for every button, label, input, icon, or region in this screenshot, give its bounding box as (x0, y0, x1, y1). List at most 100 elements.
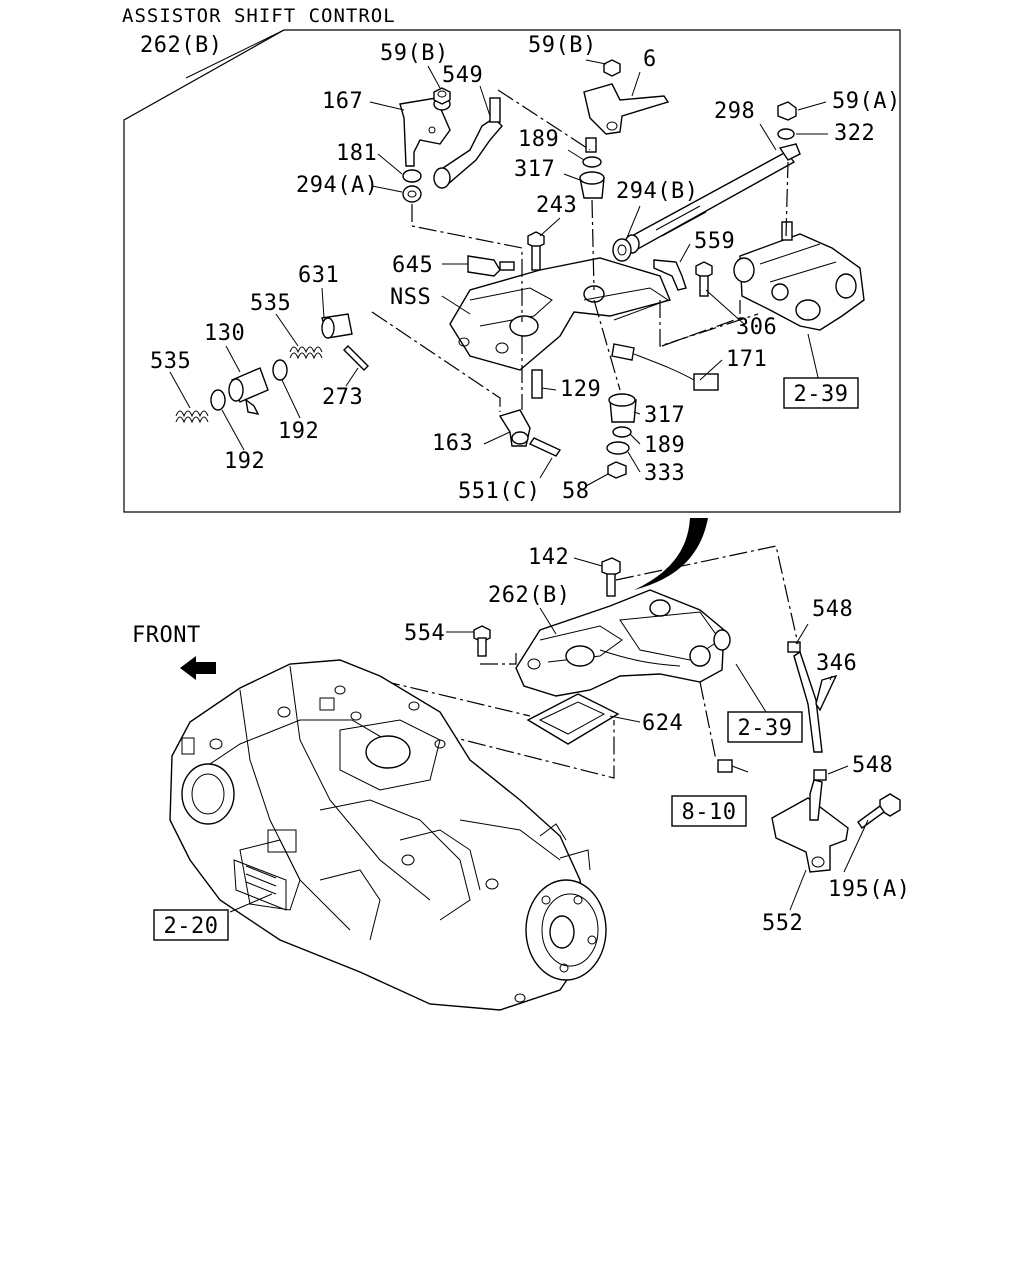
assembly-line-upper-1 (411, 204, 523, 322)
washer-333 (606, 441, 630, 455)
callout-nss: NSS (390, 285, 431, 310)
transmission-case (169, 659, 591, 1011)
ref-2-20-label: 2-20 (164, 914, 219, 939)
nut-59a (777, 101, 797, 121)
callout-317-bot: 317 (644, 403, 685, 428)
leader-lines-middle (229, 557, 869, 913)
assembly-line-mid-1 (480, 652, 517, 665)
callout-333: 333 (644, 461, 685, 486)
gasket-624 (526, 693, 620, 745)
switch-171 (611, 343, 719, 391)
bushing-317-top (579, 171, 605, 199)
plunger-631 (321, 313, 353, 339)
ref-2-20-frame (153, 909, 229, 941)
ref-8-10-frame (671, 795, 747, 827)
callout-322: 322 (834, 121, 875, 146)
shift-lever-167 (399, 97, 451, 167)
washer-181 (402, 169, 422, 183)
callout-192-a: 192 (278, 419, 319, 444)
callout-171: 171 (726, 347, 767, 372)
bracket-552 (771, 779, 849, 873)
pin-top (585, 137, 597, 153)
lever-163 (498, 409, 531, 447)
callout-6: 6 (643, 47, 657, 72)
detent-body-130 (228, 367, 269, 415)
link-rod-549 (433, 97, 503, 189)
ref-2-39-top-frame (783, 377, 859, 409)
bolt-306 (695, 261, 713, 297)
diagram-title: ASSISTOR SHIFT CONTROL (122, 5, 396, 27)
assembly-line-mid-6 (699, 681, 717, 761)
front-label: FRONT (132, 623, 201, 648)
oil-seal-294b (612, 238, 632, 262)
bolt-142 (601, 557, 621, 597)
ref-2-39-mid: 2-39 (727, 711, 803, 743)
callout-559: 559 (694, 229, 735, 254)
callout-192-b: 192 (224, 449, 265, 474)
callout-549: 549 (442, 63, 483, 88)
callout-189-top: 189 (518, 127, 559, 152)
nut-59b-right (603, 59, 621, 77)
callout-243: 243 (536, 193, 577, 218)
callout-294b: 294(B) (616, 179, 698, 204)
washer-192-lower (210, 389, 226, 411)
assembly-line-mid-4 (439, 720, 615, 779)
assembly-line-upper-9 (785, 161, 789, 237)
o-ring-189-bottom (612, 426, 632, 438)
front-arrow-icon (180, 656, 216, 680)
ref-8-10-label: 8-10 (682, 800, 737, 825)
pin-129 (531, 369, 543, 399)
ref-2-39-top: 2-39 (783, 377, 859, 409)
ref-2-20: 2-20 (153, 909, 229, 941)
clip-548-bottom (813, 769, 827, 781)
clip-548-top (787, 641, 801, 653)
nut-59b-left (433, 87, 451, 105)
callout-306: 306 (736, 315, 777, 340)
leader-lines-upper (169, 29, 828, 487)
callout-59b-a: 59(B) (380, 41, 449, 66)
callout-631: 631 (298, 263, 339, 288)
assembly-line-upper-6 (371, 311, 501, 412)
bolt-243 (527, 231, 545, 271)
exploded-view-frame (123, 29, 901, 513)
stud-554 (473, 625, 491, 657)
curved-arrow (634, 518, 708, 590)
assembly-line-upper-7 (661, 300, 741, 347)
assembly-line-upper-2 (497, 89, 591, 151)
callout-167: 167 (322, 89, 363, 114)
callout-552: 552 (762, 911, 803, 936)
callout-645: 645 (392, 253, 433, 278)
bolt-195a (857, 793, 901, 829)
assembly-line-upper-4 (593, 299, 621, 391)
sensor-645 (467, 255, 515, 277)
spring-535-upper (289, 346, 323, 360)
callout-189-bot: 189 (644, 433, 685, 458)
callout-535-a: 535 (250, 291, 291, 316)
assembly-line-upper-8 (659, 300, 759, 347)
callout-142: 142 (528, 545, 569, 570)
ref-8-10: 8-10 (671, 795, 747, 827)
ref-2-39-top-label: 2-39 (794, 382, 849, 407)
assembly-line-upper-3 (591, 199, 595, 291)
callout-554: 554 (404, 621, 445, 646)
callout-163: 163 (432, 431, 473, 456)
output-flange (525, 879, 607, 981)
callout-294a: 294(A) (296, 173, 378, 198)
bushing-294a (402, 185, 422, 203)
callout-548-top: 548 (812, 597, 853, 622)
connector-8-10 (717, 759, 749, 773)
bushing-317-bottom (608, 393, 637, 423)
callout-181: 181 (336, 141, 377, 166)
callout-59b-b: 59(B) (528, 33, 597, 58)
callout-548-bot: 548 (852, 753, 893, 778)
callout-273: 273 (322, 385, 363, 410)
callout-317-top: 317 (514, 157, 555, 182)
pin-273 (343, 345, 369, 371)
callout-195a: 195(A) (828, 877, 910, 902)
shift-housing-nss (449, 257, 671, 371)
ref-2-39-mid-frame (727, 711, 803, 743)
pin-551c (528, 437, 562, 457)
